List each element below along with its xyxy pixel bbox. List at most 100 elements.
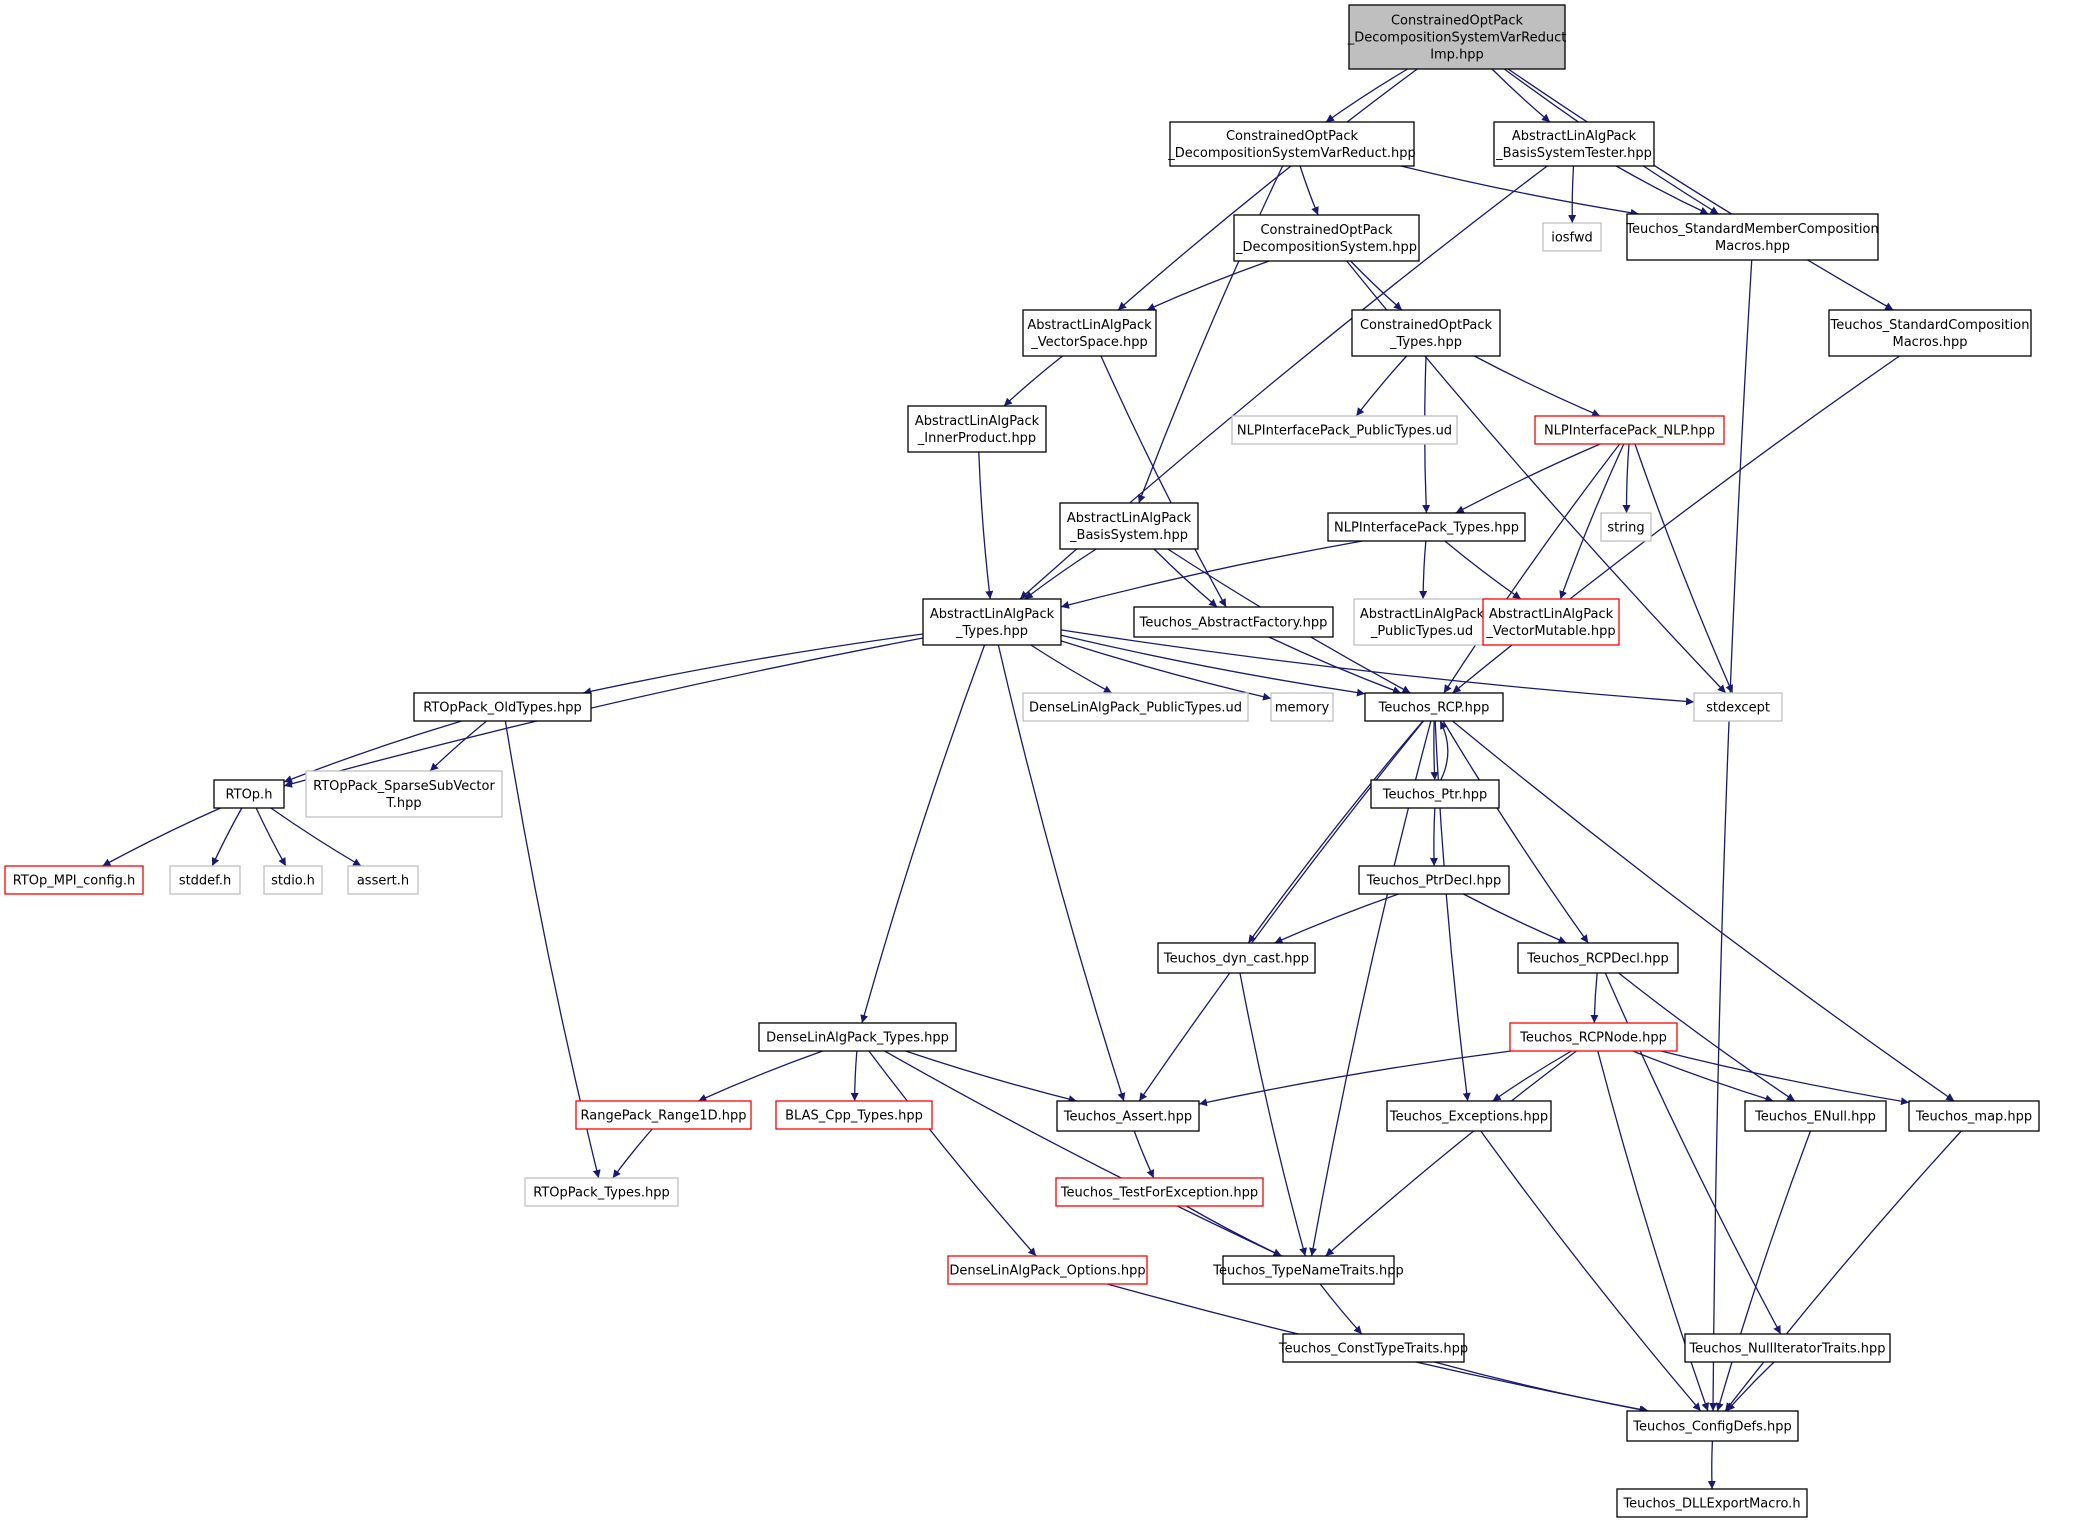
edge-tmap-to-cfg (1724, 1130, 1962, 1412)
edge-nlp-to-vm (1559, 443, 1625, 600)
node-nlp[interactable]: NLPInterfacePack_NLP.hpp (1534, 415, 1725, 445)
node-tnt[interactable]: Teuchos_TypeNameTraits.hpp (1212, 1255, 1404, 1285)
edge-dlatypes-to-tassert (905, 1050, 1077, 1103)
node-memory[interactable]: memory (1270, 692, 1334, 722)
node-rcpdecl[interactable]: Teuchos_RCPDecl.hpp (1517, 942, 1679, 974)
edge-tassert-to-tfe (1133, 1130, 1155, 1179)
node-bs[interactable]: AbstractLinAlgPack_BasisSystem.hpp (1059, 502, 1199, 550)
node-ds[interactable]: ConstrainedOptPack_DecompositionSystem.h… (1233, 214, 1420, 262)
node-af[interactable]: Teuchos_AbstractFactory.hpp (1133, 606, 1334, 638)
node-box (1055, 1177, 1264, 1207)
edge-nlp-to-nlptypes (1455, 443, 1601, 514)
node-box (1059, 502, 1199, 550)
node-enull[interactable]: Teuchos_ENull.hpp (1744, 1100, 1887, 1132)
node-dlapub[interactable]: DenseLinAlgPack_PublicTypes.ud (1022, 692, 1249, 722)
node-box (1327, 512, 1526, 542)
edge-rcpnode-to-tassert (1198, 1050, 1512, 1107)
node-tmap[interactable]: Teuchos_map.hpp (1908, 1100, 2040, 1132)
node-rtoptypes[interactable]: RTOpPack_Types.hpp (524, 1177, 679, 1207)
node-smcm[interactable]: Teuchos_StandardMemberCompositionMacros.… (1625, 213, 1879, 261)
node-box (1233, 214, 1420, 262)
node-string[interactable]: string (1600, 512, 1652, 542)
node-dsvr[interactable]: ConstrainedOptPack_DecompositionSystemVa… (1167, 121, 1416, 167)
node-rcp[interactable]: Teuchos_RCP.hpp (1364, 692, 1504, 722)
node-stddef[interactable]: stddef.h (169, 865, 241, 895)
node-bst[interactable]: AbstractLinAlgPack_BasisSystemTester.hpp (1493, 121, 1655, 167)
edge-nlp-to-rcp (1443, 443, 1621, 694)
edge-cotypes-to-nlppub (1355, 355, 1408, 417)
edge-alatypes-to-dlatypes (860, 644, 986, 1024)
node-iosfwd[interactable]: iosfwd (1542, 222, 1602, 252)
edge-rcpnode-to-exceptions (1492, 1050, 1572, 1102)
node-blas[interactable]: BLAS_Cpp_Types.hpp (775, 1100, 933, 1130)
edge-alatypes-to-rtoph (283, 637, 924, 788)
edge-root-to-bst (1491, 68, 1551, 123)
edge-root-to-dsvr (1325, 68, 1408, 123)
edge-dyncast-to-tnt (1239, 972, 1308, 1257)
node-label: stdexcept (1706, 701, 1770, 716)
node-cotypes[interactable]: ConstrainedOptPack_Types.hpp (1351, 309, 1501, 357)
node-label: ConstrainedOptPack (1226, 129, 1359, 144)
edge-nlp-to-string (1622, 443, 1631, 514)
node-label: RTOpPack_OldTypes.hpp (423, 701, 582, 716)
node-range1d[interactable]: RangePack_Range1D.hpp (575, 1100, 752, 1130)
node-alapub[interactable]: AbstractLinAlgPack_PublicTypes.ud (1353, 598, 1491, 646)
node-vs[interactable]: AbstractLinAlgPack_VectorSpace.hpp (1022, 309, 1157, 357)
node-vm[interactable]: AbstractLinAlgPack_VectorMutable.hpp (1482, 598, 1620, 646)
node-ctt[interactable]: Teuchos_ConstTypeTraits.hpp (1278, 1333, 1468, 1363)
node-ptrdecl[interactable]: Teuchos_PtrDecl.hpp (1358, 865, 1510, 895)
node-cfg[interactable]: Teuchos_ConfigDefs.hpp (1626, 1410, 1799, 1442)
node-box (1282, 1333, 1465, 1363)
edge-cfg-to-dll (1707, 1440, 1716, 1490)
node-label: NLPInterfacePack_NLP.hpp (1544, 424, 1715, 439)
node-label: Teuchos_ENull.hpp (1754, 1110, 1876, 1125)
node-ip[interactable]: AbstractLinAlgPack_InnerProduct.hpp (907, 405, 1047, 453)
edge-alatypes-to-tassert (997, 644, 1126, 1102)
node-stdexcept[interactable]: stdexcept (1693, 692, 1783, 722)
edge-ptrdecl-to-rcpdecl (1463, 893, 1567, 944)
node-box (1542, 222, 1602, 252)
edge-rcp-to-rcpdecl (1442, 720, 1589, 944)
node-box (1231, 415, 1458, 445)
node-stdio[interactable]: stdio.h (263, 865, 323, 895)
node-box (1169, 121, 1415, 167)
node-rcpnode[interactable]: Teuchos_RCPNode.hpp (1509, 1022, 1678, 1052)
edge-alatypes-to-dlapub (1030, 644, 1113, 694)
node-box (213, 779, 285, 809)
node-box (413, 692, 592, 722)
edge-root-to-vs (1117, 68, 1418, 311)
node-box (1616, 1488, 1808, 1518)
node-nlppub[interactable]: NLPInterfacePack_PublicTypes.ud (1231, 415, 1458, 445)
node-assert[interactable]: assert.h (347, 865, 419, 895)
node-tfe[interactable]: Teuchos_TestForException.hpp (1055, 1177, 1264, 1207)
node-label: AbstractLinAlgPack (1489, 607, 1614, 622)
node-dlatypes[interactable]: DenseLinAlgPack_Types.hpp (758, 1022, 957, 1052)
node-dlaopt[interactable]: DenseLinAlgPack_Options.hpp (947, 1255, 1148, 1285)
node-nit[interactable]: Teuchos_NullIteratorTraits.hpp (1684, 1333, 1891, 1363)
node-label: RTOpPack_Types.hpp (533, 1186, 669, 1201)
node-label: RTOp_MPI_config.h (13, 874, 136, 889)
node-root[interactable]: ConstrainedOptPack_DecompositionSystemVa… (1347, 4, 1567, 70)
node-mpi[interactable]: RTOp_MPI_config.h (4, 865, 144, 895)
node-label: Teuchos_RCPDecl.hpp (1526, 952, 1669, 967)
node-tassert[interactable]: Teuchos_Assert.hpp (1056, 1100, 1200, 1132)
node-box (263, 865, 323, 895)
node-alatypes[interactable]: AbstractLinAlgPack_Types.hpp (922, 598, 1062, 646)
edge-rtoph-to-mpi (102, 807, 221, 867)
node-ptr[interactable]: Teuchos_Ptr.hpp (1370, 779, 1500, 809)
node-rtoph[interactable]: RTOp.h (213, 779, 285, 809)
node-label: RTOpPack_SparseSubVector (313, 779, 495, 794)
node-box (1744, 1100, 1887, 1132)
node-nlptypes[interactable]: NLPInterfacePack_Types.hpp (1327, 512, 1526, 542)
node-label: Teuchos_Assert.hpp (1063, 1110, 1192, 1125)
node-exceptions[interactable]: Teuchos_Exceptions.hpp (1386, 1100, 1552, 1132)
edge-alatypes-to-rtopold (582, 633, 924, 696)
node-box (1386, 1100, 1552, 1132)
node-rtopold[interactable]: RTOpPack_OldTypes.hpp (413, 692, 592, 722)
node-dll[interactable]: Teuchos_DLLExportMacro.h (1616, 1488, 1808, 1518)
node-dyncast[interactable]: Teuchos_dyn_cast.hpp (1157, 942, 1316, 974)
edge-nlptypes-to-alatypes (1060, 540, 1363, 609)
node-label: Teuchos_RCP.hpp (1378, 701, 1490, 716)
